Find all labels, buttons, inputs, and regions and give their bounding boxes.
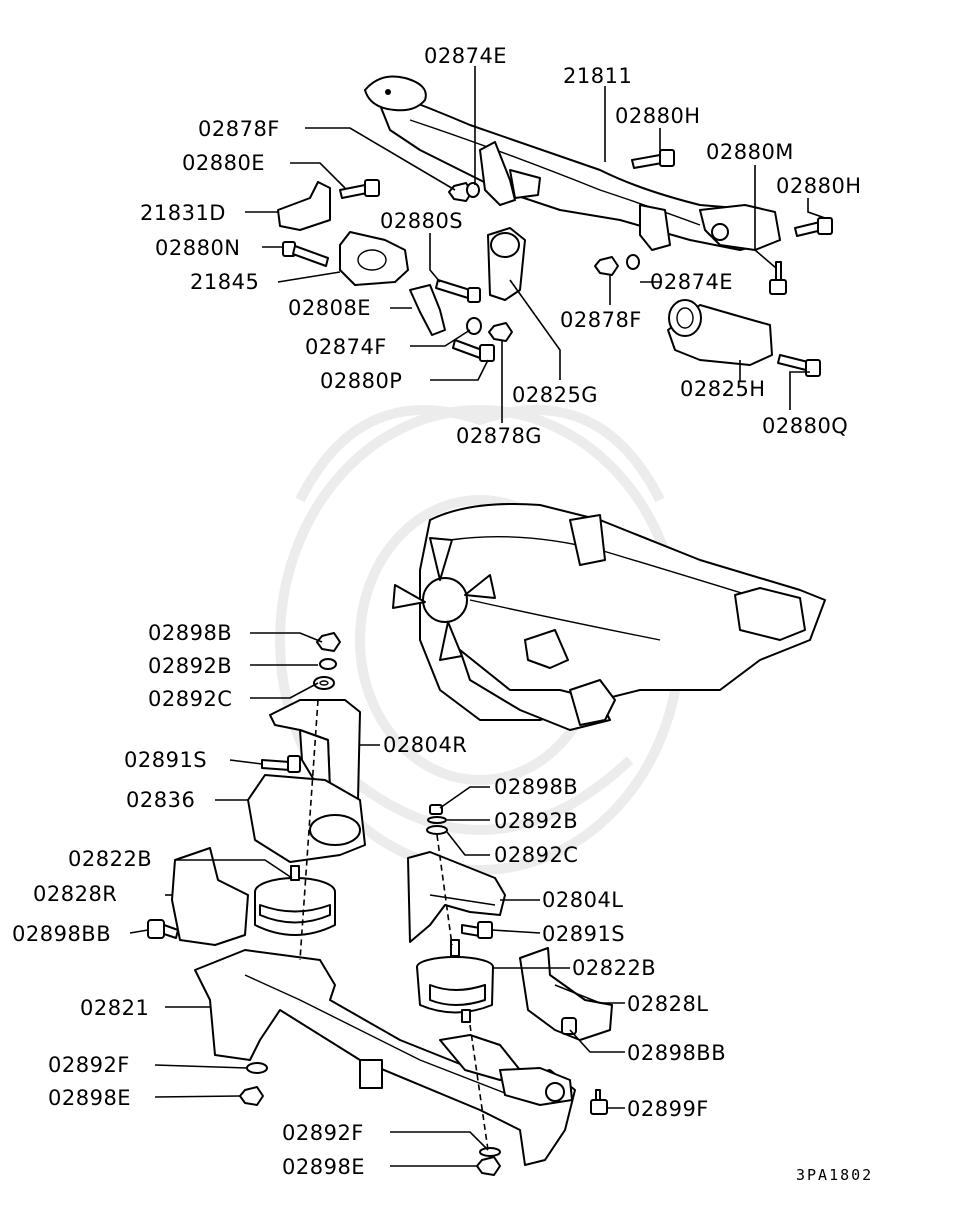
label-02825H: 02825H	[680, 377, 766, 401]
label-02898E-bottom: 02898E	[282, 1155, 365, 1179]
label-02878G: 02878G	[456, 424, 542, 448]
bolt-02880H-right	[794, 217, 833, 237]
label-02892F-bottom: 02892F	[282, 1121, 364, 1145]
mount-02822B-left	[254, 865, 336, 936]
nut-02898B-right	[429, 804, 443, 815]
label-02892C-right: 02892C	[494, 843, 578, 867]
bolt-02880P	[452, 339, 495, 362]
label-02828L: 02828L	[627, 992, 709, 1016]
crossmember-02821	[194, 949, 576, 1166]
washer-02892B-left	[319, 658, 337, 670]
leader-lines	[129, 66, 826, 1167]
label-02874E-top: 02874E	[424, 44, 507, 68]
washer-02874E-top	[466, 182, 480, 198]
label-02880M: 02880M	[706, 140, 794, 164]
label-02874F: 02874F	[305, 335, 387, 359]
label-02891S-right: 02891S	[542, 922, 625, 946]
label-02825G: 02825G	[512, 383, 598, 407]
label-02808E: 02808E	[288, 296, 371, 320]
plate-21845	[339, 231, 409, 286]
washer-02892C-left	[313, 676, 335, 690]
bracket-02808E	[409, 284, 446, 336]
label-02880Q: 02880Q	[762, 414, 848, 438]
label-02892B-right: 02892B	[494, 809, 578, 833]
bolt-02880H-top	[631, 149, 675, 169]
label-02899F: 02899F	[627, 1097, 709, 1121]
bracket-02828L	[519, 947, 613, 1041]
diagram-code: 3PA1802	[796, 1166, 873, 1184]
engine-assembly	[392, 503, 826, 731]
nut-02878F-top	[448, 182, 473, 202]
bolt-02880Q	[777, 354, 821, 377]
mount-02822B-right	[416, 939, 494, 1023]
label-02880P: 02880P	[320, 369, 402, 393]
mount-02825H	[667, 299, 773, 366]
label-02880E: 02880E	[182, 151, 265, 175]
nut-02878F-mid	[594, 256, 619, 276]
bolt-02898BB-left	[147, 919, 179, 939]
bolt-02880N	[282, 241, 329, 267]
bolt-02899F	[590, 1089, 608, 1115]
label-02898BB-right: 02898BB	[627, 1041, 726, 1065]
mount-02825G	[487, 227, 526, 301]
bolt-02898BB-right	[561, 1017, 577, 1035]
label-02891S-left: 02891S	[124, 748, 207, 772]
nut-02874F	[466, 317, 482, 335]
nut-02898E-left	[239, 1086, 264, 1106]
nut-02878G	[488, 322, 513, 342]
label-02822B-right: 02822B	[572, 956, 656, 980]
label-02880N: 02880N	[155, 236, 241, 260]
nut-02898E-bottom	[476, 1156, 501, 1176]
washer-02874E-mid	[626, 254, 640, 270]
label-02878F-top: 02878F	[198, 117, 280, 141]
bolt-02891S-left	[261, 755, 301, 773]
bracket-21831D	[277, 181, 331, 231]
bolt-02891S-right	[461, 921, 493, 939]
label-02804R: 02804R	[383, 733, 467, 757]
label-02822B-left: 02822B	[68, 847, 152, 871]
label-21831D: 21831D	[140, 201, 226, 225]
label-02898E-left: 02898E	[48, 1086, 131, 1110]
insulator-02836	[247, 774, 366, 863]
cooling-fan	[392, 537, 496, 661]
callout-labels: 02874E 21811 02878F 02880H 02880E 02880M…	[12, 44, 873, 1184]
bracket-02828R	[171, 847, 249, 946]
bolt-02880M	[769, 261, 787, 295]
label-02898BB-left: 02898BB	[12, 922, 111, 946]
label-02874E-mid: 02874E	[650, 270, 733, 294]
label-02892B-left: 02892B	[148, 654, 232, 678]
bolt-02880E	[339, 179, 380, 199]
label-02880H-right: 02880H	[776, 174, 862, 198]
label-02892C-left: 02892C	[148, 687, 232, 711]
nut-02898B-left	[316, 632, 341, 652]
washer-02892C-right	[426, 825, 448, 835]
label-02880S: 02880S	[380, 209, 463, 233]
label-02828R: 02828R	[33, 882, 117, 906]
label-02836: 02836	[126, 788, 195, 812]
washer-02892B-right	[427, 816, 447, 824]
label-02821: 02821	[80, 996, 149, 1020]
label-02898B-right: 02898B	[494, 775, 578, 799]
label-21811: 21811	[563, 64, 632, 88]
bracket-02804L	[407, 851, 506, 943]
label-02892F-left: 02892F	[48, 1053, 130, 1077]
crossmember-21811	[364, 75, 781, 251]
label-02880H-top: 02880H	[615, 104, 701, 128]
label-02804L: 02804L	[542, 888, 624, 912]
label-21845: 21845	[190, 270, 259, 294]
washer-02892F-left	[246, 1062, 268, 1074]
bolt-02880S	[435, 279, 481, 303]
label-02878F-mid: 02878F	[560, 308, 642, 332]
washer-02892F-bottom	[479, 1147, 501, 1157]
label-02898B-left: 02898B	[148, 621, 232, 645]
